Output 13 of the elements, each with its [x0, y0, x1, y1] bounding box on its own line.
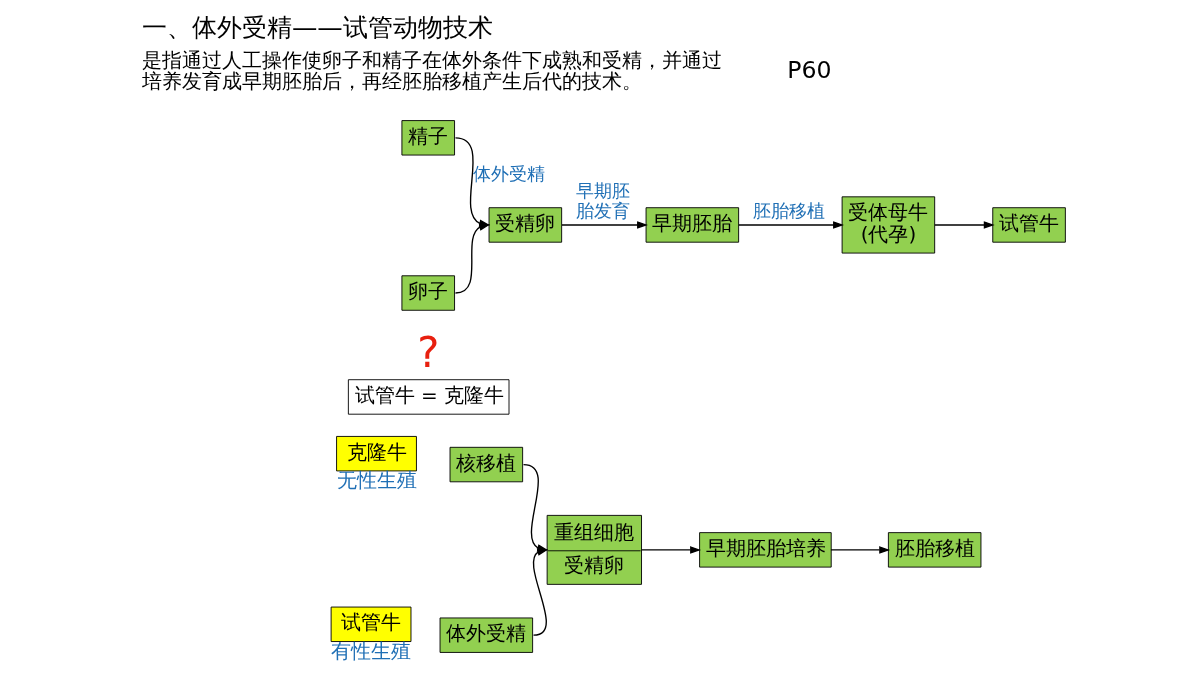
edge-label: 早期胚胎发育	[576, 179, 631, 221]
edge-label: 胚胎移植	[753, 199, 826, 221]
edge-label: 体外受精	[472, 163, 545, 185]
label: P60	[787, 56, 832, 85]
label: 是指通过人工操作使卵子和精子在体外条件下成熟和受精，并通过培养发育成早期胚胎后，再经胚胎移植产生后代的技术。	[141, 47, 722, 94]
arrow	[738, 221, 844, 229]
arrow	[454, 223, 491, 294]
arrow	[830, 546, 891, 554]
arrow	[561, 221, 648, 229]
diagram-title: 一、体外受精——试管动物技术	[141, 11, 493, 42]
node-label: ?	[417, 327, 440, 377]
arrow	[934, 221, 995, 229]
arrow	[640, 546, 701, 554]
